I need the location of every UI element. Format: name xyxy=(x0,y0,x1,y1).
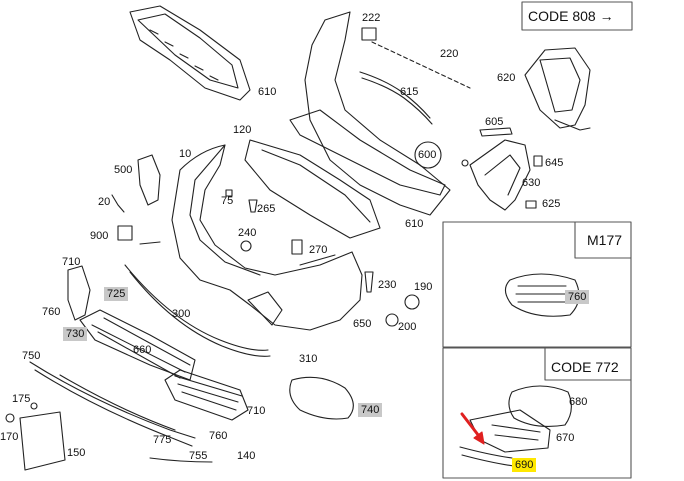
callout-240: 240 xyxy=(238,227,257,239)
bracket-630-part xyxy=(461,139,543,211)
sensor-parts xyxy=(364,271,420,327)
part-20 xyxy=(111,194,125,213)
callout-190: 190 xyxy=(414,281,433,293)
callout-645: 645 xyxy=(545,157,564,169)
spoiler-725-part xyxy=(124,264,269,351)
callout-220: 220 xyxy=(440,48,459,60)
part-605 xyxy=(479,127,513,137)
callout-175: 175 xyxy=(12,393,31,405)
callout-10: 10 xyxy=(179,148,192,160)
grille-insert-760-part xyxy=(504,273,580,317)
plate-150-part xyxy=(19,411,66,471)
callout-740: 740 xyxy=(358,403,383,417)
callout-620: 620 xyxy=(497,72,516,84)
code-808-label: CODE 808 → xyxy=(528,8,614,24)
vent-710-part xyxy=(67,265,91,321)
callout-600: 600 xyxy=(418,149,437,161)
callout-222: 222 xyxy=(362,12,381,24)
callout-625: 625 xyxy=(542,198,561,210)
bracket-620-part xyxy=(524,47,591,131)
callout-755: 755 xyxy=(189,450,208,462)
callout-605: 605 xyxy=(485,116,504,128)
cable-220-part xyxy=(371,41,471,89)
box-code-808 xyxy=(521,1,633,31)
callout-75: 75 xyxy=(221,195,234,207)
callout-710-left: 710 xyxy=(62,256,81,268)
lower-grille-710-part xyxy=(164,369,249,421)
ring-740-part xyxy=(289,376,354,420)
pointer-arrow-icon xyxy=(460,412,485,445)
callout-265: 265 xyxy=(257,203,276,215)
clip-222-part xyxy=(361,27,377,41)
trim-strips-part xyxy=(29,361,213,463)
grille-frame-part xyxy=(129,5,251,101)
bumper-cover-part xyxy=(171,144,363,331)
callout-140: 140 xyxy=(237,450,256,462)
callout-300: 300 xyxy=(172,308,191,320)
callout-690-highlight: 690 xyxy=(512,458,537,472)
box-code-772 xyxy=(442,347,632,479)
callout-710-lower: 710 xyxy=(247,405,266,417)
callout-650: 650 xyxy=(353,318,372,330)
crossmember-part xyxy=(244,11,451,239)
callout-20: 20 xyxy=(98,196,111,208)
part-500 xyxy=(137,154,161,206)
grille-insert-code772-part xyxy=(459,385,572,467)
callout-310: 310 xyxy=(299,353,318,365)
rail-615-part xyxy=(359,71,431,119)
callout-775: 775 xyxy=(153,434,172,446)
callout-150: 150 xyxy=(67,447,86,459)
callout-730: 730 xyxy=(63,327,88,341)
callout-270: 270 xyxy=(309,244,328,256)
callout-760-left: 760 xyxy=(42,306,61,318)
callout-230: 230 xyxy=(378,279,397,291)
callout-120: 120 xyxy=(233,124,252,136)
callout-750: 750 xyxy=(22,350,41,362)
callout-630: 630 xyxy=(522,177,541,189)
callout-600-circle xyxy=(414,141,442,169)
callout-170: 170 xyxy=(0,431,19,443)
callout-760-lower: 760 xyxy=(209,430,228,442)
callout-610-top: 610 xyxy=(258,86,277,98)
callout-660: 660 xyxy=(133,344,152,356)
fastener-parts xyxy=(117,189,303,255)
code-772-label: CODE 772 xyxy=(551,359,619,375)
callout-200: 200 xyxy=(398,321,417,333)
callout-610-mid: 610 xyxy=(405,218,424,230)
callout-670: 670 xyxy=(556,432,575,444)
lower-grille-660-part xyxy=(79,309,196,381)
callout-680: 680 xyxy=(569,396,588,408)
callout-900: 900 xyxy=(90,230,109,242)
callout-500: 500 xyxy=(114,164,133,176)
callout-760-m177: 760 xyxy=(565,290,590,304)
callout-725: 725 xyxy=(104,287,129,301)
callout-615: 615 xyxy=(400,86,419,98)
m177-label: M177 xyxy=(587,232,623,248)
